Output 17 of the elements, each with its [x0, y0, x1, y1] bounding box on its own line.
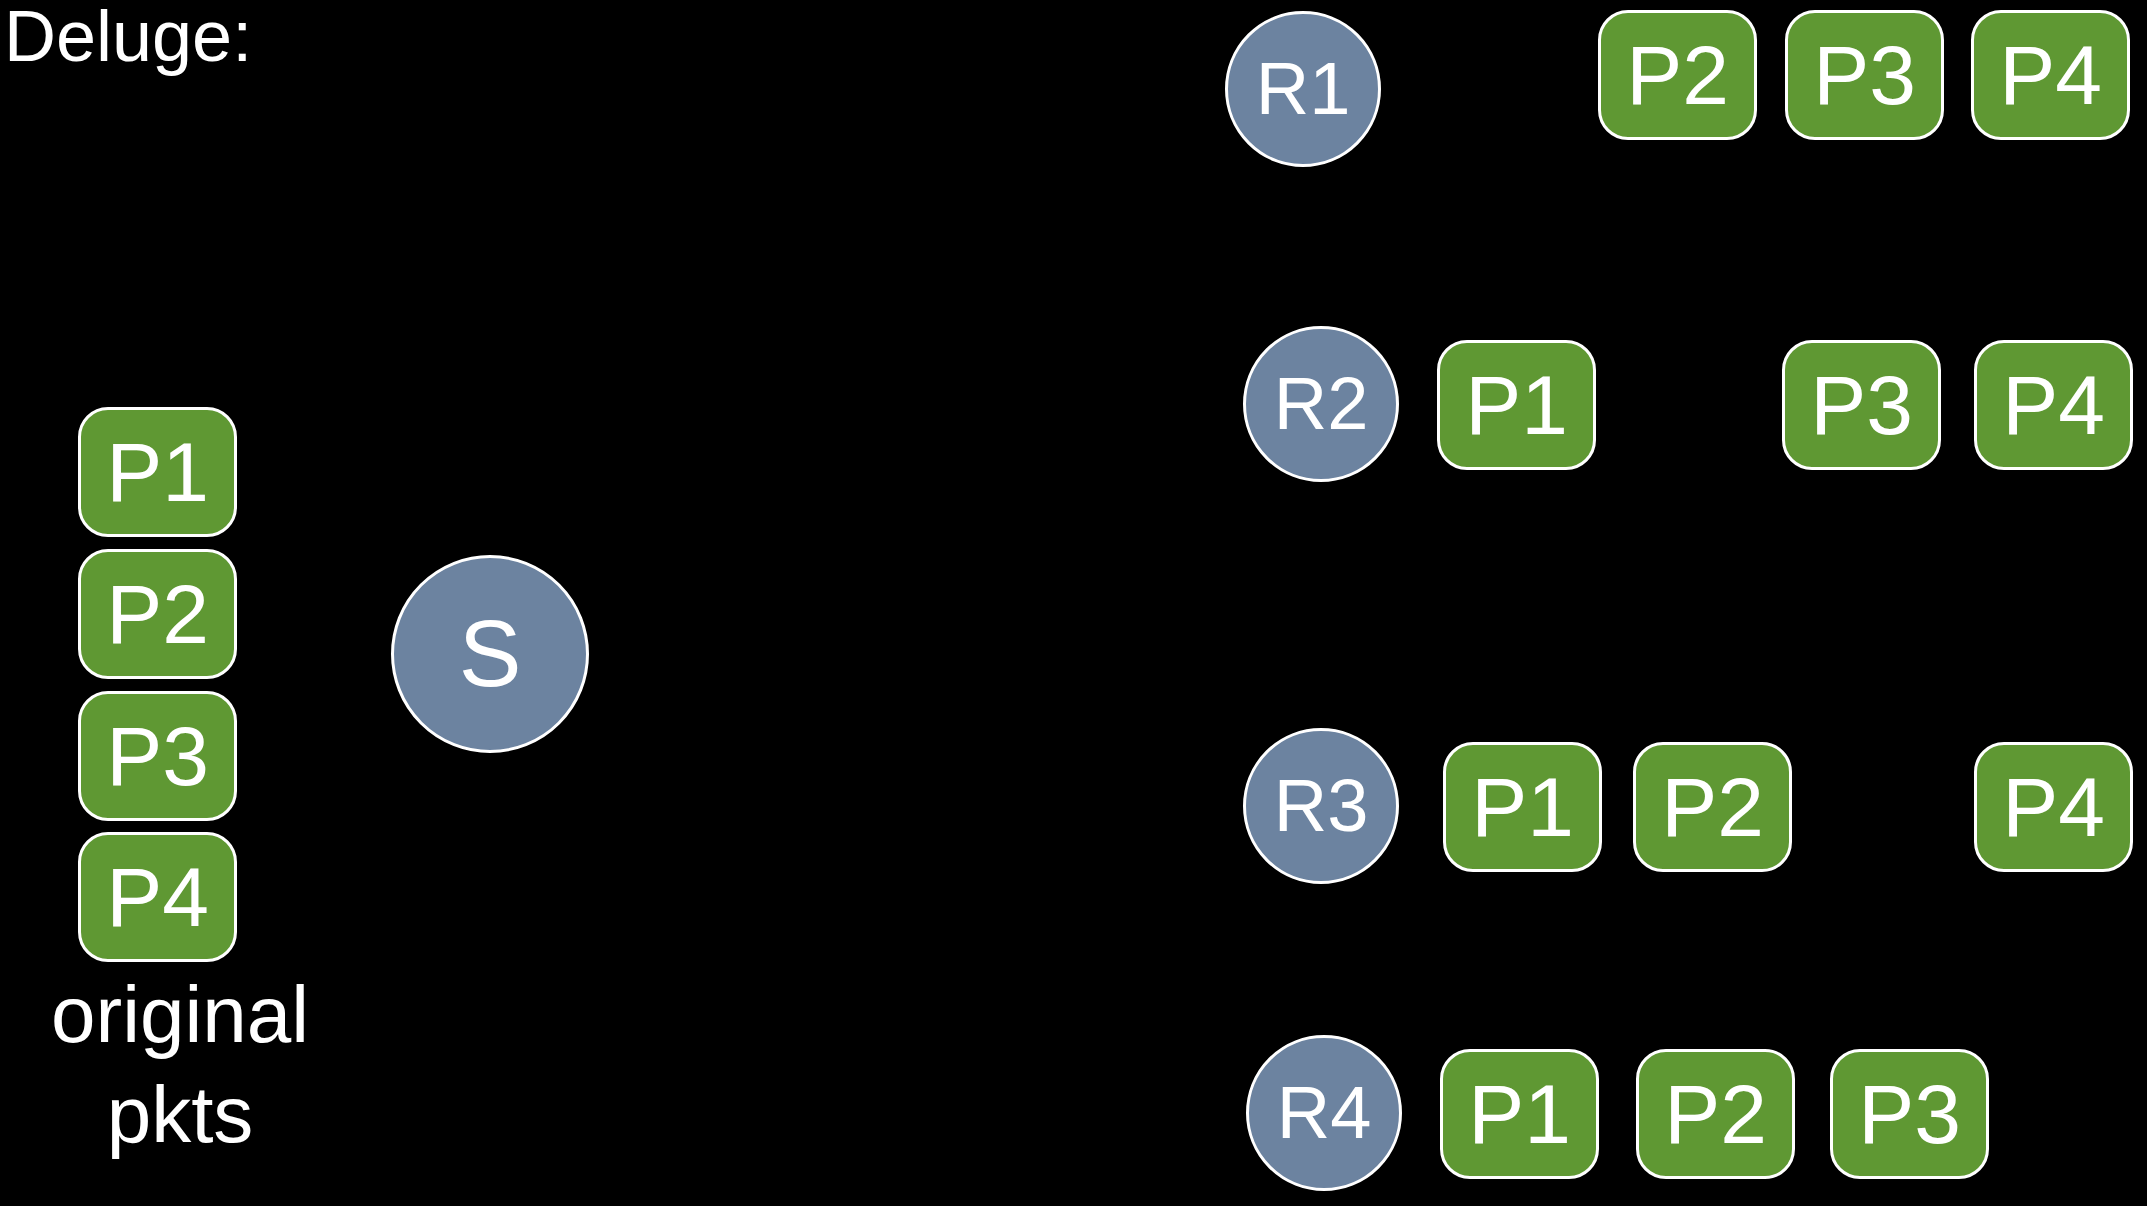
- packet-box: P2: [78, 549, 237, 679]
- packet-box: P2: [1633, 742, 1792, 872]
- packet-box: P1: [1443, 742, 1602, 872]
- caption: original pkts: [50, 969, 310, 1161]
- packet-box: P2: [1598, 10, 1757, 140]
- packet-box: P1: [78, 407, 237, 537]
- packet-box: P3: [78, 691, 237, 821]
- packet-box: P3: [1782, 340, 1941, 470]
- packet-box: P4: [1971, 10, 2130, 140]
- packet-box: P4: [1974, 340, 2133, 470]
- packet-box: P4: [1974, 742, 2133, 872]
- packet-box: P3: [1830, 1049, 1989, 1179]
- packet-box: P2: [1636, 1049, 1795, 1179]
- packet-box: P1: [1440, 1049, 1599, 1179]
- packet-box: P1: [1437, 340, 1596, 470]
- packet-box: P3: [1785, 10, 1944, 140]
- packet-box: P4: [78, 832, 237, 962]
